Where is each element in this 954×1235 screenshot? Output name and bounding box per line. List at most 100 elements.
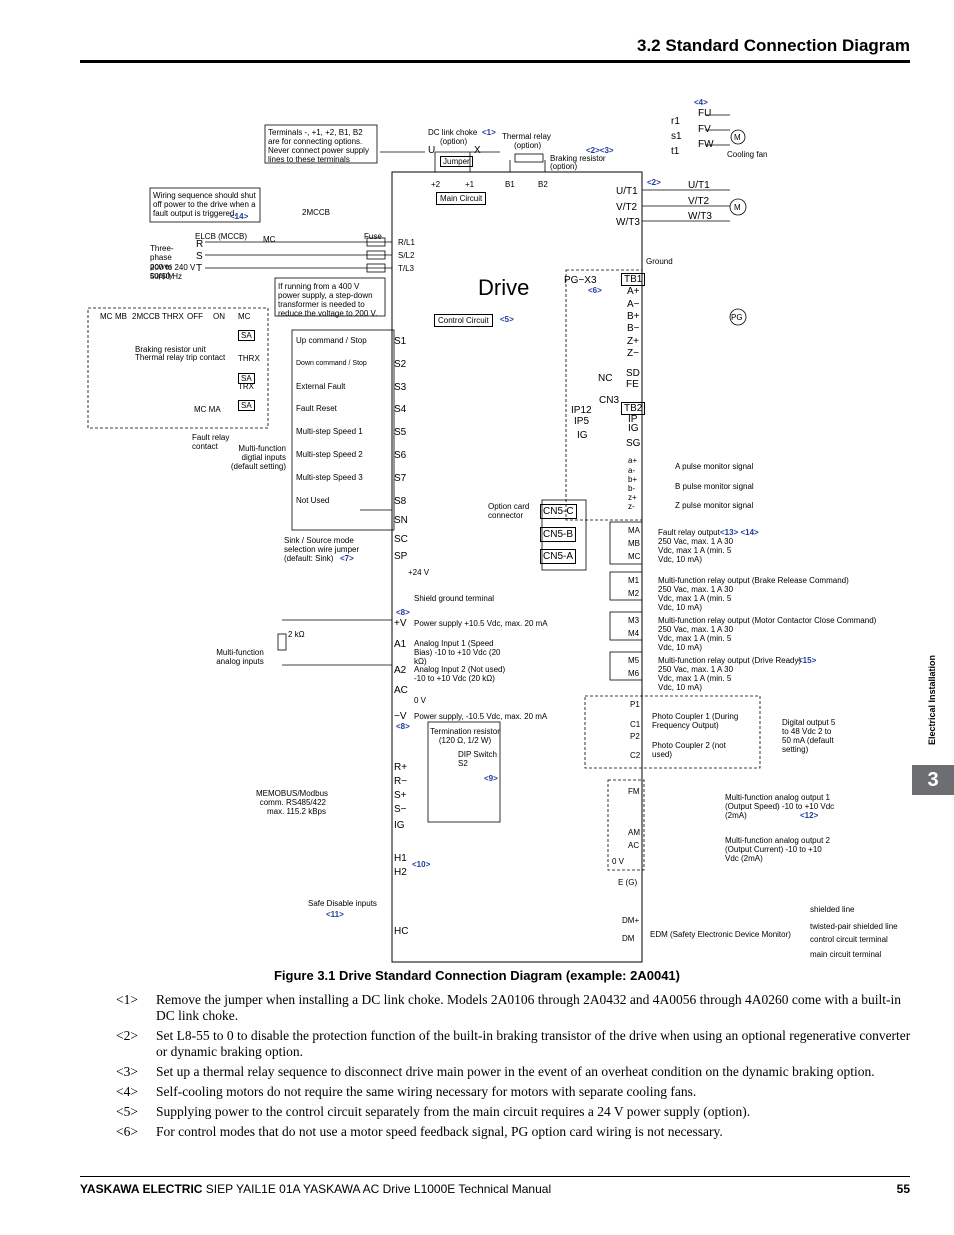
input-label: Multi-step Speed 3: [296, 473, 363, 482]
h1-term: H1: [394, 853, 407, 864]
figure-caption: Figure 3.1 Drive Standard Connection Dia…: [273, 968, 680, 983]
input-label: Not Used: [296, 496, 330, 505]
dc-link-ref: <1>: [482, 128, 496, 137]
transformer-note: If running from a 400 V power supply, a …: [278, 282, 378, 318]
chapter-number: 3: [912, 765, 954, 795]
zero-v-out: 0 V: [612, 857, 625, 866]
ref10: <10>: [412, 860, 431, 869]
relay-output-terminal: M6: [628, 669, 640, 678]
fault-relay-rating: 250 Vac, max. 1 A 30 Vdc, max 1 A (min. …: [658, 537, 734, 564]
pg-ref: <6>: [588, 286, 602, 295]
legend-twisted: twisted-pair shielded line: [810, 922, 898, 931]
input-terminal: S2: [394, 359, 407, 370]
sa-1: SA: [238, 330, 255, 341]
relay-output-rating: 250 Vac, max. 1 A 30 Vdc, max 1 A (min. …: [658, 665, 734, 692]
x-label: X: [474, 145, 481, 156]
page-number: 55: [896, 1182, 910, 1196]
ref9: <9>: [484, 774, 498, 783]
fan-out-fv: FV: [698, 124, 711, 135]
note-text: Self-cooling motors do not require the s…: [156, 1084, 697, 1099]
tb1-z-minus: Z−: [627, 348, 639, 359]
note-number: <4>: [116, 1084, 138, 1099]
pg-label: PG: [731, 313, 743, 322]
thermal-relay-ref: <2><3>: [586, 146, 614, 155]
nc-label: NC: [598, 373, 613, 384]
note-text: Remove the jumper when installing a DC l…: [156, 992, 902, 1023]
phase-s: S: [196, 251, 203, 262]
sc-term: SC: [394, 534, 408, 545]
input-term-r: R/L1: [398, 238, 415, 247]
tb2-label: TB2: [621, 402, 646, 415]
dc-link-option: (option): [440, 137, 468, 146]
legend-shielded: shielded line: [810, 905, 855, 914]
ig-label: IG: [577, 430, 588, 441]
relay-output-terminal: M5: [628, 656, 640, 665]
frequency-label: 50/60 Hz: [150, 272, 183, 281]
relay-mc: MC: [628, 552, 641, 561]
fault-relay-ref: <13> <14>: [720, 528, 759, 537]
input-label: External Fault: [296, 382, 346, 391]
dip-label: DIP Switch S2: [458, 750, 497, 768]
photo-coupler-2: Photo Coupler 2 (not used): [652, 741, 726, 759]
elcb-label: ELCB (MCCB): [195, 232, 248, 241]
dm-plus-term: DM+: [622, 916, 640, 925]
seq-mc2: MC: [238, 312, 251, 321]
control-ref: <5>: [500, 315, 514, 324]
am-term: AM: [628, 828, 640, 837]
control-circuit-label: Control Circuit: [434, 314, 493, 327]
monitor-z-plus: z+: [628, 493, 637, 502]
terminals-note: Terminals -, +1, +2, B1, B2 are for conn…: [268, 128, 369, 164]
section-title: 3.2 Standard Connection Diagram: [637, 36, 910, 55]
footer-doc: SIEP YAIL1E 01A YASKAWA AC Drive L1000E …: [202, 1182, 552, 1196]
seq-off: OFF: [187, 312, 203, 321]
input-term-t: T/L3: [398, 264, 415, 273]
minus-v-term: −V: [394, 711, 407, 722]
edm-label: EDM (Safety Electronic Device Monitor): [650, 930, 791, 939]
monitor-b-plus: b+: [628, 475, 638, 484]
motor-out-u: U/T1: [688, 180, 710, 191]
note-item: <2>Set L8-55 to 0 to disable the protect…: [116, 1028, 916, 1060]
connection-diagram: Drive Main Circuit Control Circuit <5> T…: [80, 90, 910, 970]
pg-x3-label: PG−X3: [564, 275, 597, 286]
input-terminal: S1: [394, 336, 407, 347]
seq-on: ON: [213, 312, 225, 321]
fan-term-t1: t1: [671, 146, 680, 157]
a2-desc: Analog Input 2 (Not used) -10 to +10 Vdc…: [414, 665, 506, 683]
seq-thrx: THRX: [162, 312, 184, 321]
notes-list: <1> Remove the jumper when installing a D…: [116, 992, 916, 1144]
phase-r: R: [196, 239, 204, 250]
sn-term: SN: [394, 515, 408, 526]
v24-label: +24 V: [408, 568, 430, 577]
comm-r-plus: R+: [394, 762, 408, 773]
sa-3: SA: [238, 400, 255, 411]
side-tab-label: Electrical Installation: [927, 654, 937, 746]
fan-term-s1: s1: [671, 131, 682, 142]
note-number: <1>: [116, 992, 138, 1007]
motor-term-v: V/T2: [616, 202, 638, 213]
pulse-monitor-b: B pulse monitor signal: [675, 482, 754, 491]
mc-ma-label: MC MA: [194, 405, 221, 414]
ground-label: Ground: [646, 257, 673, 266]
voltage-label: 200 to 240 V: [150, 263, 196, 272]
mf-analog-label: Multi-function analog inputs: [216, 648, 264, 666]
braking-resistor-option: (option): [550, 162, 578, 171]
motor-ref: <2>: [647, 178, 661, 187]
pulse-monitor-a: A pulse monitor signal: [675, 462, 754, 471]
relay-ma: MA: [628, 526, 640, 535]
sa-2: SA: [238, 373, 255, 384]
pulse-monitor-z: Z pulse monitor signal: [675, 501, 754, 510]
fe-label: FE: [626, 379, 639, 390]
motor-out-w: W/T3: [688, 211, 712, 222]
diagram-lines: [87, 114, 761, 963]
photo-coupler-1: Photo Coupler 1 (During Frequency Output…: [652, 712, 739, 730]
input-label: Down command / Stop: [296, 360, 367, 367]
relay-output-terminal: M3: [628, 616, 640, 625]
safe-disable-label: Safe Disable inputs: [308, 899, 377, 908]
motor-term-u: U/T1: [616, 186, 638, 197]
termination-label: Termination resistor (120 Ω, 1/2 W): [430, 727, 500, 745]
thermal-contact-label: Thermal relay trip contact: [135, 353, 226, 362]
legend-main: main circuit terminal: [810, 950, 882, 959]
fuse-label: Fuse: [364, 232, 382, 241]
input-label: Multi-step Speed 2: [296, 450, 363, 459]
a1-term: A1: [394, 639, 407, 650]
